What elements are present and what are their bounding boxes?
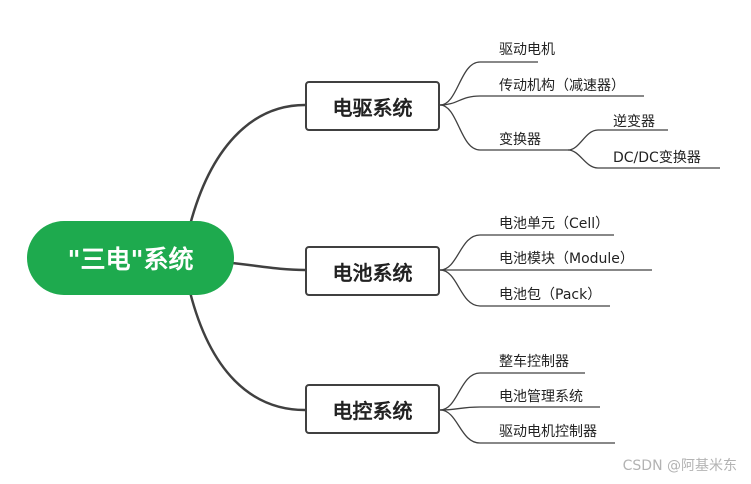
- leaf-transmission[interactable]: 传动机构（减速器）: [499, 78, 625, 94]
- leaf-battery-pack[interactable]: 电池包（Pack）: [499, 287, 602, 303]
- leaf-vehicle-controller[interactable]: 整车控制器: [499, 354, 569, 370]
- link-root-ecu-drive: [188, 103, 307, 227]
- root-node[interactable]: "三电"系统: [27, 221, 234, 295]
- leaf-drive-motor[interactable]: 驱动电机: [499, 42, 555, 58]
- watermark: CSDN @阿基米东: [622, 458, 737, 474]
- branch-control-system[interactable]: 电控系统: [305, 384, 440, 434]
- leaf-battery-cell[interactable]: 电池单元（Cell）: [499, 216, 610, 232]
- link-root-control: [188, 290, 307, 412]
- leaf-inverter[interactable]: 逆变器: [613, 114, 655, 130]
- branch-battery-system[interactable]: 电池系统: [305, 246, 440, 296]
- leaf-battery-module[interactable]: 电池模块（Module）: [499, 251, 634, 267]
- leaf-motor-controller[interactable]: 驱动电机控制器: [499, 424, 597, 440]
- leaf-dcdc-converter[interactable]: DC/DC变换器: [613, 150, 701, 166]
- leaf-converter[interactable]: 变换器: [499, 132, 541, 148]
- branch-drive-system[interactable]: 电驱系统: [305, 81, 440, 131]
- link-root-battery: [230, 261, 307, 272]
- leaf-bms[interactable]: 电池管理系统: [499, 389, 583, 405]
